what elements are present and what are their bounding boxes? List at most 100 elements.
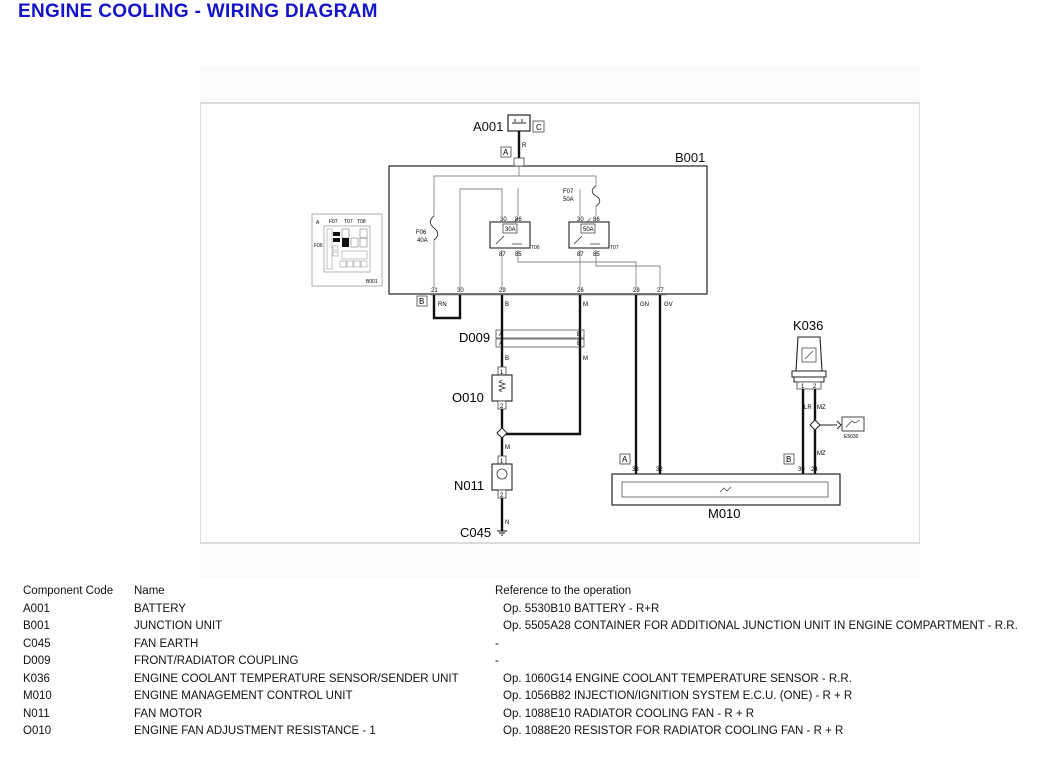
wire-code-n: N bbox=[505, 520, 509, 526]
k036-label: K036 bbox=[793, 318, 823, 333]
legend-ref: Op. 1060G14 ENGINE COOLANT TEMPERATURE S… bbox=[503, 672, 852, 685]
o010-pin-1: 1 bbox=[500, 370, 504, 376]
relay-t07-coil bbox=[580, 223, 596, 234]
relay-t07-label: T07 bbox=[610, 245, 619, 251]
legend-header-ref: Reference to the operation bbox=[495, 585, 632, 597]
legend-row: K036 ENGINE COOLANT TEMPERATURE SENSOR/S… bbox=[0, 673, 1055, 690]
b001-label: B001 bbox=[675, 150, 705, 165]
m010-pin-32: 32 bbox=[656, 467, 663, 473]
d009-label: D009 bbox=[459, 330, 490, 345]
wire-code-r: R bbox=[522, 143, 527, 149]
wire-code-mz1: MZ bbox=[817, 405, 826, 411]
relay-t06-contact bbox=[495, 235, 522, 245]
d009-pin-a2: A bbox=[499, 341, 503, 347]
legend-name: JUNCTION UNIT bbox=[134, 620, 223, 632]
k036-flange-1 bbox=[791, 370, 827, 378]
legend-ref: Op. 5530B10 BATTERY - R+R bbox=[503, 602, 660, 615]
legend-ref: Op. 1088E20 RESISTOR FOR RADIATOR COOLIN… bbox=[503, 725, 844, 737]
relay-t06-pin-85: 85 bbox=[515, 252, 522, 258]
legend-header-code: Component Code bbox=[23, 585, 114, 597]
connector-c-letter: C bbox=[536, 123, 542, 132]
relay-t07-pin-86: 86 bbox=[593, 217, 600, 223]
k036-sensor-body bbox=[795, 336, 823, 372]
d009-pin-a1: A bbox=[499, 332, 503, 338]
fuse-box-layout-icon bbox=[323, 225, 371, 273]
fuse-f06-symbol bbox=[429, 215, 439, 241]
legend-row: O010 ENGINE FAN ADJUSTMENT RESISTANCE - … bbox=[0, 725, 1055, 742]
earth-icon bbox=[497, 530, 507, 536]
component-legend: Component Code Name Reference to the ope… bbox=[0, 585, 1055, 745]
connector-c-box bbox=[532, 120, 545, 133]
page-title: ENGINE COOLING - WIRING DIAGRAM bbox=[18, 1, 378, 22]
inset-label-f06: F06 bbox=[314, 243, 323, 249]
connector-a-m010-letter: A bbox=[622, 455, 628, 464]
relay-t07-pin-85: 85 bbox=[593, 252, 600, 258]
n011-pin-1: 1 bbox=[500, 459, 504, 465]
signal-icon bbox=[845, 419, 861, 428]
legend-code: C045 bbox=[23, 637, 51, 650]
legend-code: D009 bbox=[23, 655, 51, 667]
inset-label-f07: F07 bbox=[329, 219, 338, 225]
relay-t07-box bbox=[568, 221, 610, 249]
wire-code-b1: B bbox=[505, 302, 509, 308]
k036-pin-2: 2 bbox=[813, 384, 817, 390]
wire-code-b2: B bbox=[505, 356, 509, 362]
junction-unit-box bbox=[388, 165, 708, 295]
relay-t06-pin-86: 86 bbox=[515, 217, 522, 223]
m010-pin-33: 33 bbox=[632, 467, 639, 473]
legend-row: A001 BATTERY Op. 5530B10 BATTERY - R+R bbox=[0, 603, 1055, 620]
legend-code: B001 bbox=[23, 620, 50, 632]
legend-code: K036 bbox=[23, 672, 50, 685]
legend-name: ENGINE COOLANT TEMPERATURE SENSOR/SENDER… bbox=[134, 672, 459, 685]
wire-code-rn: RN bbox=[438, 302, 447, 308]
connector-a-top-letter: A bbox=[503, 148, 509, 157]
o010-label: O010 bbox=[452, 390, 484, 405]
o010-pin-2: 2 bbox=[500, 404, 504, 410]
b001-pin-29: 29 bbox=[499, 288, 506, 294]
relay-t06-box bbox=[489, 221, 531, 249]
battery-icon bbox=[512, 119, 526, 124]
n011-label: N011 bbox=[454, 478, 484, 493]
e5030-label: E5030 bbox=[844, 434, 859, 440]
b001-pin-30: 30 bbox=[457, 288, 464, 294]
legend-row: M010 ENGINE MANAGEMENT CONTROL UNIT Op. … bbox=[0, 690, 1055, 707]
thermistor-icon bbox=[804, 350, 814, 360]
d009-lower-strip bbox=[495, 338, 585, 348]
m010-ecu-inner bbox=[621, 481, 829, 498]
legend-ref: Op. 1056B82 INJECTION/IGNITION SYSTEM E.… bbox=[503, 690, 853, 702]
fuse-f06-amp: 40A bbox=[417, 238, 428, 244]
legend-header-name: Name bbox=[134, 585, 165, 597]
relay-t07-pin-87: 87 bbox=[577, 252, 584, 258]
relay-t07-amp: 50A bbox=[583, 227, 594, 233]
inset-label-b001: B001 bbox=[366, 279, 378, 285]
legend-name: ENGINE FAN ADJUSTMENT RESISTANCE - 1 bbox=[134, 725, 376, 737]
legend-name: ENGINE MANAGEMENT CONTROL UNIT bbox=[134, 690, 353, 702]
k036-flange-2 bbox=[793, 376, 825, 383]
relay-t06-label: T06 bbox=[531, 245, 540, 251]
legend-code: N011 bbox=[23, 707, 50, 720]
wire-code-lr: LR bbox=[804, 405, 812, 411]
b001-pin-26: 26 bbox=[577, 288, 584, 294]
d009-pin-b2: B bbox=[577, 341, 581, 347]
relay-t07-contact bbox=[573, 235, 600, 245]
b001-pin-27: 27 bbox=[657, 288, 664, 294]
k036-pin-1: 1 bbox=[801, 384, 805, 390]
fuse-f07-symbol bbox=[591, 185, 601, 207]
fuse-f07-amp: 50A bbox=[563, 197, 574, 203]
connector-b-left-box bbox=[416, 295, 428, 307]
wire-code-m1: M bbox=[583, 302, 588, 308]
e5030-box bbox=[841, 416, 865, 432]
connector-b-m010-letter: B bbox=[786, 455, 791, 464]
junction-internal-wiring bbox=[433, 166, 661, 288]
legend-header-row: Component Code Name Reference to the ope… bbox=[0, 585, 1055, 602]
b001-pin-21: 21 bbox=[431, 288, 438, 294]
legend-name: BATTERY bbox=[134, 602, 186, 615]
legend-row: D009 FRONT/RADIATOR COUPLING - bbox=[0, 655, 1055, 672]
m010-pin-39: 39 bbox=[798, 467, 805, 473]
k036-splice bbox=[809, 419, 821, 431]
connector-a-m010-box bbox=[619, 453, 631, 465]
relay-t06-coil bbox=[502, 223, 518, 234]
c045-label: C045 bbox=[460, 525, 491, 540]
legend-code: O010 bbox=[23, 725, 52, 737]
arrow-right-icon bbox=[836, 420, 842, 430]
